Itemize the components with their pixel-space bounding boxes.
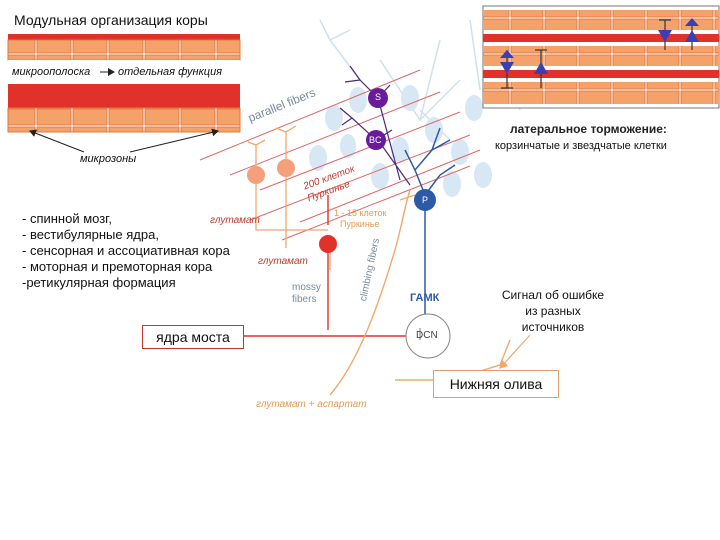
error-arrow bbox=[499, 334, 531, 369]
purkinje-neuron bbox=[404, 127, 456, 330]
error-line: из разных bbox=[525, 304, 581, 318]
cortex-panel-right bbox=[482, 5, 720, 109]
purkinje-1-15-label: 1 - 15 клеток bbox=[334, 208, 387, 218]
olive-box: Нижняя олива bbox=[433, 370, 559, 398]
fibers-label: fibers bbox=[292, 294, 317, 305]
list-item: - спинной мозг, bbox=[22, 211, 112, 226]
background-cells bbox=[309, 85, 492, 197]
error-line: источников bbox=[521, 320, 585, 334]
red-band-top bbox=[8, 34, 240, 40]
mossy-label: mossy bbox=[292, 282, 321, 293]
granule-cell bbox=[277, 159, 295, 177]
list-item: -ретикулярная формация bbox=[22, 275, 176, 290]
glutamate-aspartate-label: глутамат + аспартат bbox=[256, 399, 367, 410]
cortex-panel-left bbox=[7, 34, 241, 153]
granule-fibers bbox=[247, 125, 331, 270]
lateral-subtitle: корзинчатые и звездчатые клетки bbox=[495, 140, 667, 152]
s-cell-label: S bbox=[375, 92, 382, 102]
function-label: отдельная функция bbox=[118, 66, 223, 78]
p-cell-label: P bbox=[422, 195, 429, 205]
inputs-list: - спинной мозг, - вестибулярные ядра, - … bbox=[22, 211, 230, 291]
dcn-label: DCN bbox=[416, 330, 438, 341]
background-dendrites bbox=[319, 19, 521, 141]
pons-box: ядра моста bbox=[142, 325, 244, 349]
error-line: Сигнал об ошибке bbox=[501, 288, 605, 302]
list-item: - сенсорная и ассоциативная кора bbox=[22, 243, 230, 258]
stellate-cell bbox=[368, 88, 388, 108]
dcn-circle bbox=[405, 313, 451, 359]
red-band-middle bbox=[8, 84, 240, 108]
microstrip-label: микроополоска bbox=[12, 66, 91, 78]
marker-triangle bbox=[500, 62, 514, 74]
granule-cell bbox=[247, 166, 265, 184]
basket-cell bbox=[366, 130, 386, 150]
list-item: - моторная и премоторная кора bbox=[22, 259, 213, 274]
granule-cell-red bbox=[319, 235, 337, 253]
error-signal-text: Сигнал об ошибке из разных источников bbox=[488, 287, 618, 335]
gaba-label: ГАМК bbox=[410, 292, 440, 304]
bc-cell-label: BC bbox=[369, 135, 382, 145]
list-item: - вестибулярные ядра, bbox=[22, 227, 159, 242]
stellate-basket-dendrites bbox=[339, 65, 411, 186]
microzones-label: микрозоны bbox=[80, 153, 137, 165]
glutamate-label: глутамат bbox=[210, 215, 260, 226]
lateral-title: латеральное торможение: bbox=[510, 122, 667, 136]
purkinje-1-15-label-2: Пуркинье bbox=[340, 219, 380, 229]
page-title: Модульная организация коры bbox=[14, 12, 208, 28]
purkinje-cell bbox=[414, 189, 436, 211]
glutamate-label: глутамат bbox=[258, 256, 308, 267]
